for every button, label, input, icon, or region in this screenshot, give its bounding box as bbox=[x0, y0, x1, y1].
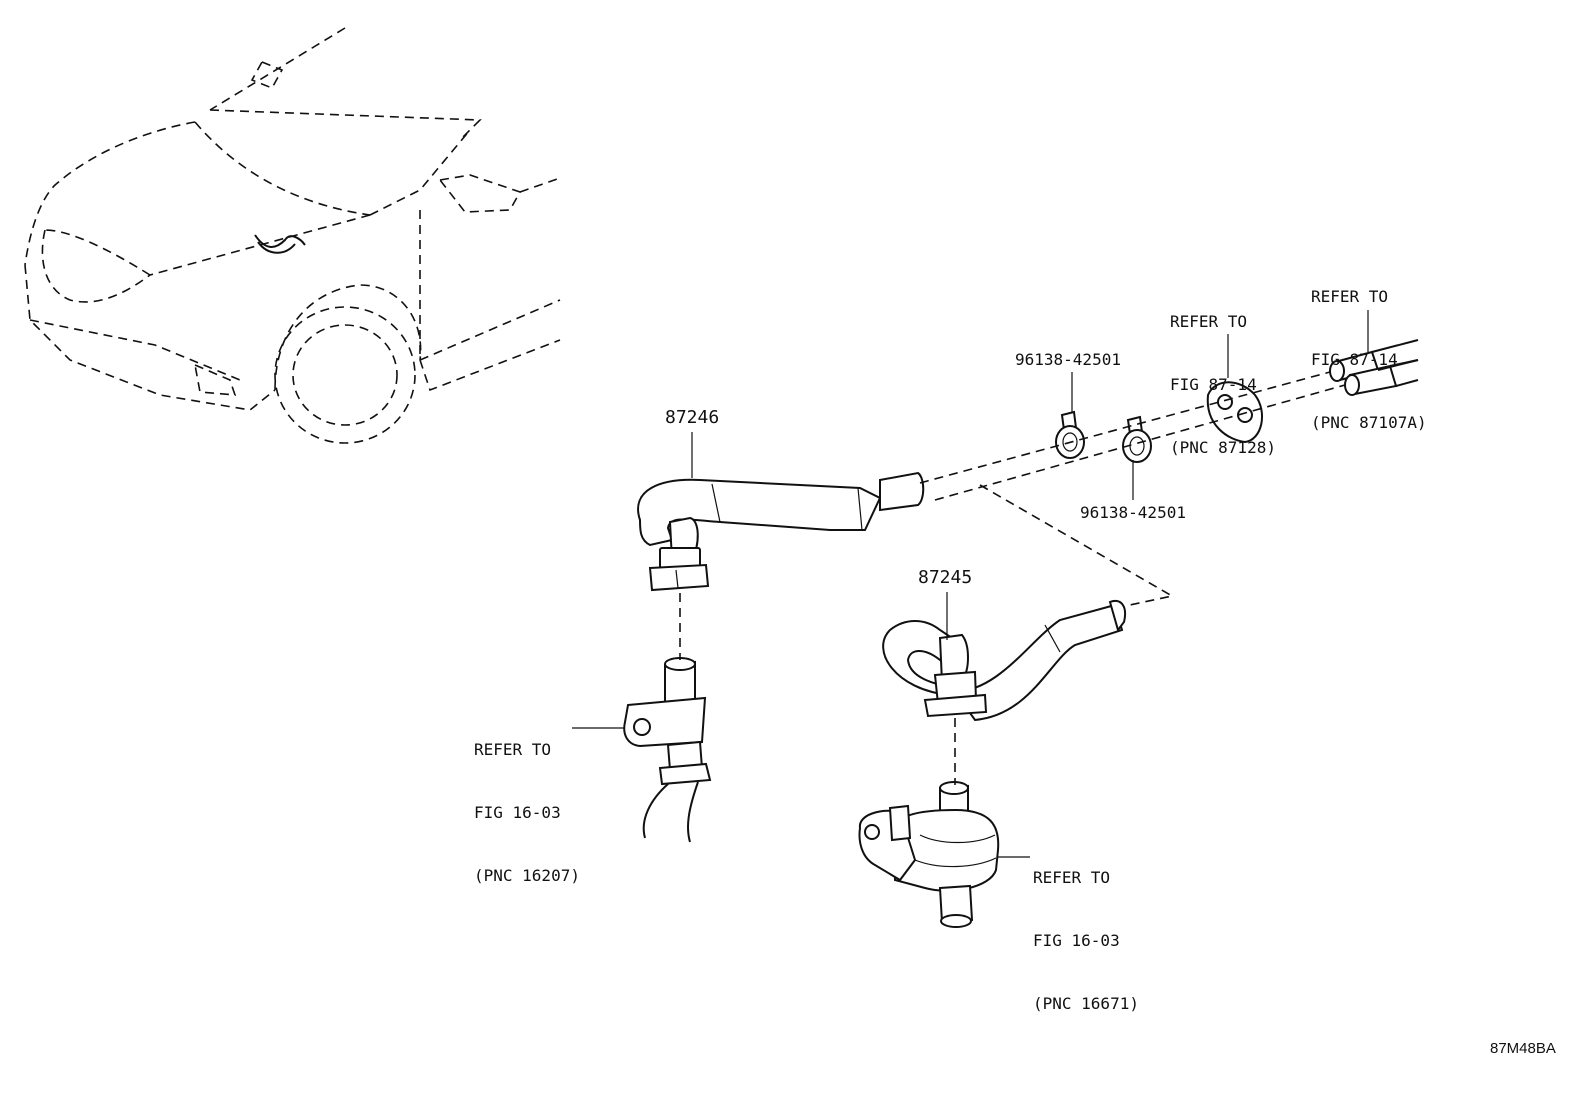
reference-16207-line2: FIG 16-03 bbox=[474, 803, 561, 822]
reference-16207-line1: REFER TO bbox=[474, 740, 552, 759]
reference-87107a-line2: FIG 87-14 bbox=[1311, 350, 1398, 369]
reference-87128-line2: FIG 87-14 bbox=[1170, 375, 1257, 394]
part-number-87246: 87246 bbox=[665, 407, 720, 428]
hose-87246 bbox=[637, 471, 925, 592]
reference-16671-line2: FIG 16-03 bbox=[1033, 931, 1120, 950]
reference-16671-line3: (PNC 16671) bbox=[1033, 994, 1139, 1013]
reference-87107a-line3: (PNC 87107A) bbox=[1311, 413, 1427, 432]
reference-87128: REFER TO FIG 87-14 (PNC 87128) bbox=[1170, 269, 1276, 479]
hose-87245 bbox=[882, 600, 1126, 722]
diagram-code: 87M48BA bbox=[1490, 1040, 1556, 1057]
vehicle-outline bbox=[24, 27, 561, 444]
part-number-clip-lower: 96138-42501 bbox=[1080, 503, 1186, 522]
reference-87107a: REFER TO FIG 87-14 (PNC 87107A) bbox=[1311, 244, 1427, 454]
pipes-87107a bbox=[1329, 339, 1419, 396]
clip-upper bbox=[1055, 410, 1085, 459]
grommet-87128 bbox=[1206, 381, 1263, 444]
reference-87128-line1: REFER TO bbox=[1170, 312, 1248, 331]
part-number-87245: 87245 bbox=[918, 567, 973, 588]
reference-87128-line3: (PNC 87128) bbox=[1170, 438, 1276, 457]
part-number-clip-upper: 96138-42501 bbox=[1015, 350, 1121, 369]
reference-16671-line1: REFER TO bbox=[1033, 868, 1111, 887]
water-pump-16671 bbox=[858, 781, 1000, 928]
reference-16671: REFER TO FIG 16-03 (PNC 16671) bbox=[1033, 825, 1139, 1035]
clip-lower bbox=[1122, 415, 1152, 463]
reference-87107a-line1: REFER TO bbox=[1311, 287, 1389, 306]
reference-16207-line3: (PNC 16207) bbox=[474, 866, 580, 885]
leader-lines bbox=[572, 310, 1369, 858]
reference-16207: REFER TO FIG 16-03 (PNC 16207) bbox=[474, 697, 580, 907]
pipe-connector-16207 bbox=[623, 657, 712, 843]
assembly-lines bbox=[679, 371, 1346, 785]
